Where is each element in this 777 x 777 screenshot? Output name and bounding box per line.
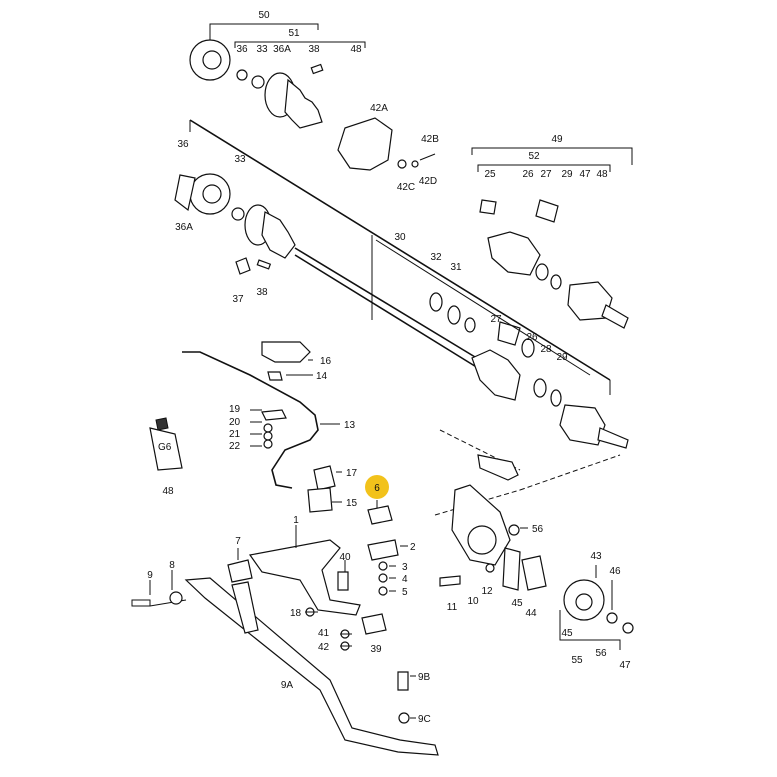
label-25: 25 bbox=[484, 169, 496, 180]
label-48-b: 48 bbox=[596, 169, 608, 180]
label-45-b: 45 bbox=[561, 628, 573, 639]
label-41: 41 bbox=[318, 628, 330, 639]
label-20: 20 bbox=[229, 417, 241, 428]
label-49: 49 bbox=[551, 134, 563, 145]
label-45: 45 bbox=[511, 598, 523, 609]
label-16: 16 bbox=[320, 356, 332, 367]
label-44: 44 bbox=[525, 608, 537, 619]
label-7: 7 bbox=[235, 536, 241, 547]
label-47: 47 bbox=[579, 169, 591, 180]
label-29-b: 29 bbox=[556, 352, 568, 363]
label-48: 48 bbox=[350, 44, 362, 55]
label-9c: 9C bbox=[418, 714, 431, 725]
label-19: 19 bbox=[229, 404, 241, 415]
label-15: 15 bbox=[346, 498, 358, 509]
label-4: 4 bbox=[402, 574, 408, 585]
label-36-b: 36 bbox=[177, 139, 189, 150]
label-42: 42 bbox=[318, 642, 330, 653]
label-18: 18 bbox=[290, 608, 302, 619]
label-42a: 42A bbox=[370, 103, 388, 114]
label-36a-b: 36A bbox=[175, 222, 193, 233]
label-27-b: 27 bbox=[490, 314, 502, 325]
label-10: 10 bbox=[467, 596, 479, 607]
label-36a: 36A bbox=[273, 44, 291, 55]
bar-mount bbox=[307, 465, 342, 513]
top-joint-group bbox=[189, 23, 366, 129]
label-2: 2 bbox=[410, 542, 416, 553]
label-29: 29 bbox=[561, 169, 573, 180]
label-9b: 9B bbox=[418, 672, 431, 683]
label-14: 14 bbox=[316, 371, 328, 382]
label-5: 5 bbox=[402, 587, 408, 598]
label-26-b: 26 bbox=[526, 332, 538, 343]
label-30: 30 bbox=[394, 232, 406, 243]
label-42d: 42D bbox=[419, 176, 437, 187]
label-26: 26 bbox=[522, 169, 534, 180]
label-31: 31 bbox=[450, 262, 462, 273]
label-40: 40 bbox=[339, 552, 351, 563]
label-42b: 42B bbox=[421, 134, 439, 145]
label-22: 22 bbox=[229, 441, 241, 452]
label-36: 36 bbox=[236, 44, 248, 55]
label-37: 37 bbox=[232, 294, 244, 305]
label-33-b: 33 bbox=[234, 154, 246, 165]
subframe-9a bbox=[131, 570, 439, 756]
label-43: 43 bbox=[590, 551, 602, 562]
grease-label: G6 bbox=[158, 442, 172, 453]
label-46: 46 bbox=[609, 566, 621, 577]
label-42c: 42C bbox=[397, 182, 415, 193]
steering-knuckle bbox=[434, 429, 621, 591]
label-28: 28 bbox=[540, 344, 552, 355]
label-12: 12 bbox=[481, 586, 493, 597]
label-51: 51 bbox=[288, 28, 300, 39]
label-52: 52 bbox=[528, 151, 540, 162]
highlight-marker[interactable] bbox=[365, 475, 389, 499]
heat-shield-group bbox=[337, 117, 436, 171]
outer-joint[interactable] bbox=[559, 404, 606, 446]
label-38: 38 bbox=[308, 44, 320, 55]
boot-kit[interactable] bbox=[487, 231, 541, 276]
label-8: 8 bbox=[169, 560, 175, 571]
control-arm bbox=[227, 525, 408, 651]
label-17: 17 bbox=[346, 468, 358, 479]
label-56-b: 56 bbox=[595, 648, 607, 659]
label-6[interactable]: 6 bbox=[374, 483, 380, 494]
label-48-c: 48 bbox=[162, 486, 174, 497]
label-38-b: 38 bbox=[256, 287, 268, 298]
label-9a: 9A bbox=[281, 680, 294, 691]
outer-boot[interactable] bbox=[471, 349, 521, 401]
label-27: 27 bbox=[540, 169, 552, 180]
label-21: 21 bbox=[229, 429, 241, 440]
label-56: 56 bbox=[532, 524, 544, 535]
joint-kit-49 bbox=[471, 147, 633, 329]
label-55: 55 bbox=[571, 655, 583, 666]
label-13: 13 bbox=[344, 420, 356, 431]
bushing-6[interactable] bbox=[367, 505, 393, 525]
label-39: 39 bbox=[370, 644, 382, 655]
grease-tube[interactable]: G6 bbox=[149, 417, 183, 471]
label-1: 1 bbox=[293, 515, 299, 526]
label-32: 32 bbox=[430, 252, 442, 263]
drive-shaft-30 bbox=[174, 119, 629, 449]
label-3: 3 bbox=[402, 562, 408, 573]
stabilizer-bar-group bbox=[182, 341, 340, 489]
label-9: 9 bbox=[147, 570, 153, 581]
label-47-b: 47 bbox=[619, 660, 631, 671]
boot-top[interactable] bbox=[284, 78, 323, 129]
wheel-hub bbox=[559, 565, 634, 650]
label-11: 11 bbox=[447, 602, 458, 613]
label-33: 33 bbox=[256, 44, 268, 55]
label-50: 50 bbox=[258, 10, 270, 21]
